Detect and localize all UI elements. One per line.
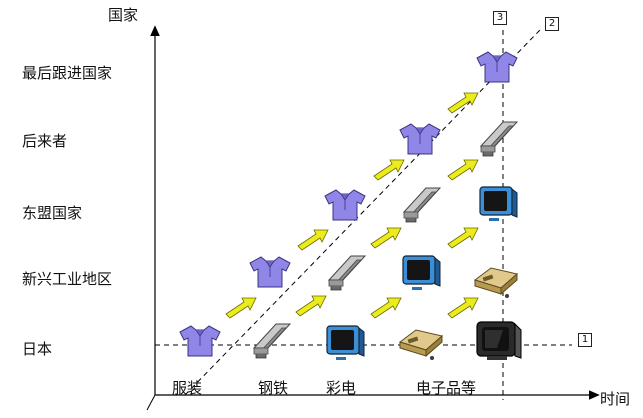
shirt-icon [179, 325, 221, 357]
shirt-icon [249, 256, 291, 288]
electronics-box-icon [399, 329, 443, 361]
x-axis-label: 时间 [600, 390, 631, 408]
arrow-icon [447, 159, 479, 181]
steel-beam-icon [403, 187, 441, 223]
tv-icon [326, 325, 365, 361]
product-label: 服装 [172, 379, 203, 397]
arrow-icon [297, 229, 329, 251]
arrow-icon [370, 297, 402, 319]
country-label: 新兴工业地区 [22, 270, 113, 288]
country-label: 日本 [22, 340, 53, 358]
tv-icon [479, 186, 518, 222]
arrow-icon [370, 227, 402, 249]
axis-origin-tick [146, 394, 156, 411]
product-label: 电子品等 [416, 379, 477, 397]
arrow-icon [295, 295, 327, 317]
arrow-icon [447, 297, 479, 319]
guide-line-2 [184, 29, 541, 396]
big-tv-icon [476, 321, 522, 361]
electronics-box-icon [474, 267, 518, 299]
arrow-icon [447, 92, 479, 114]
country-label: 东盟国家 [22, 204, 83, 222]
shirt-icon [324, 189, 366, 221]
marker-3: 3 [493, 11, 507, 25]
tv-icon [402, 255, 441, 291]
product-label: 钢铁 [258, 379, 289, 397]
arrow-icon [447, 227, 479, 249]
marker-2: 2 [545, 17, 559, 31]
country-label: 后来者 [22, 132, 68, 150]
marker-1: 1 [578, 333, 592, 347]
shirt-icon [399, 123, 441, 155]
country-label: 最后跟进国家 [22, 64, 113, 82]
steel-beam-icon [253, 323, 291, 359]
steel-beam-icon [480, 121, 518, 157]
shirt-icon [476, 51, 518, 83]
arrow-icon [373, 159, 405, 181]
y-axis-label: 国家 [108, 6, 139, 24]
product-label: 彩电 [326, 379, 357, 397]
arrow-icon [225, 297, 257, 319]
steel-beam-icon [328, 255, 366, 291]
